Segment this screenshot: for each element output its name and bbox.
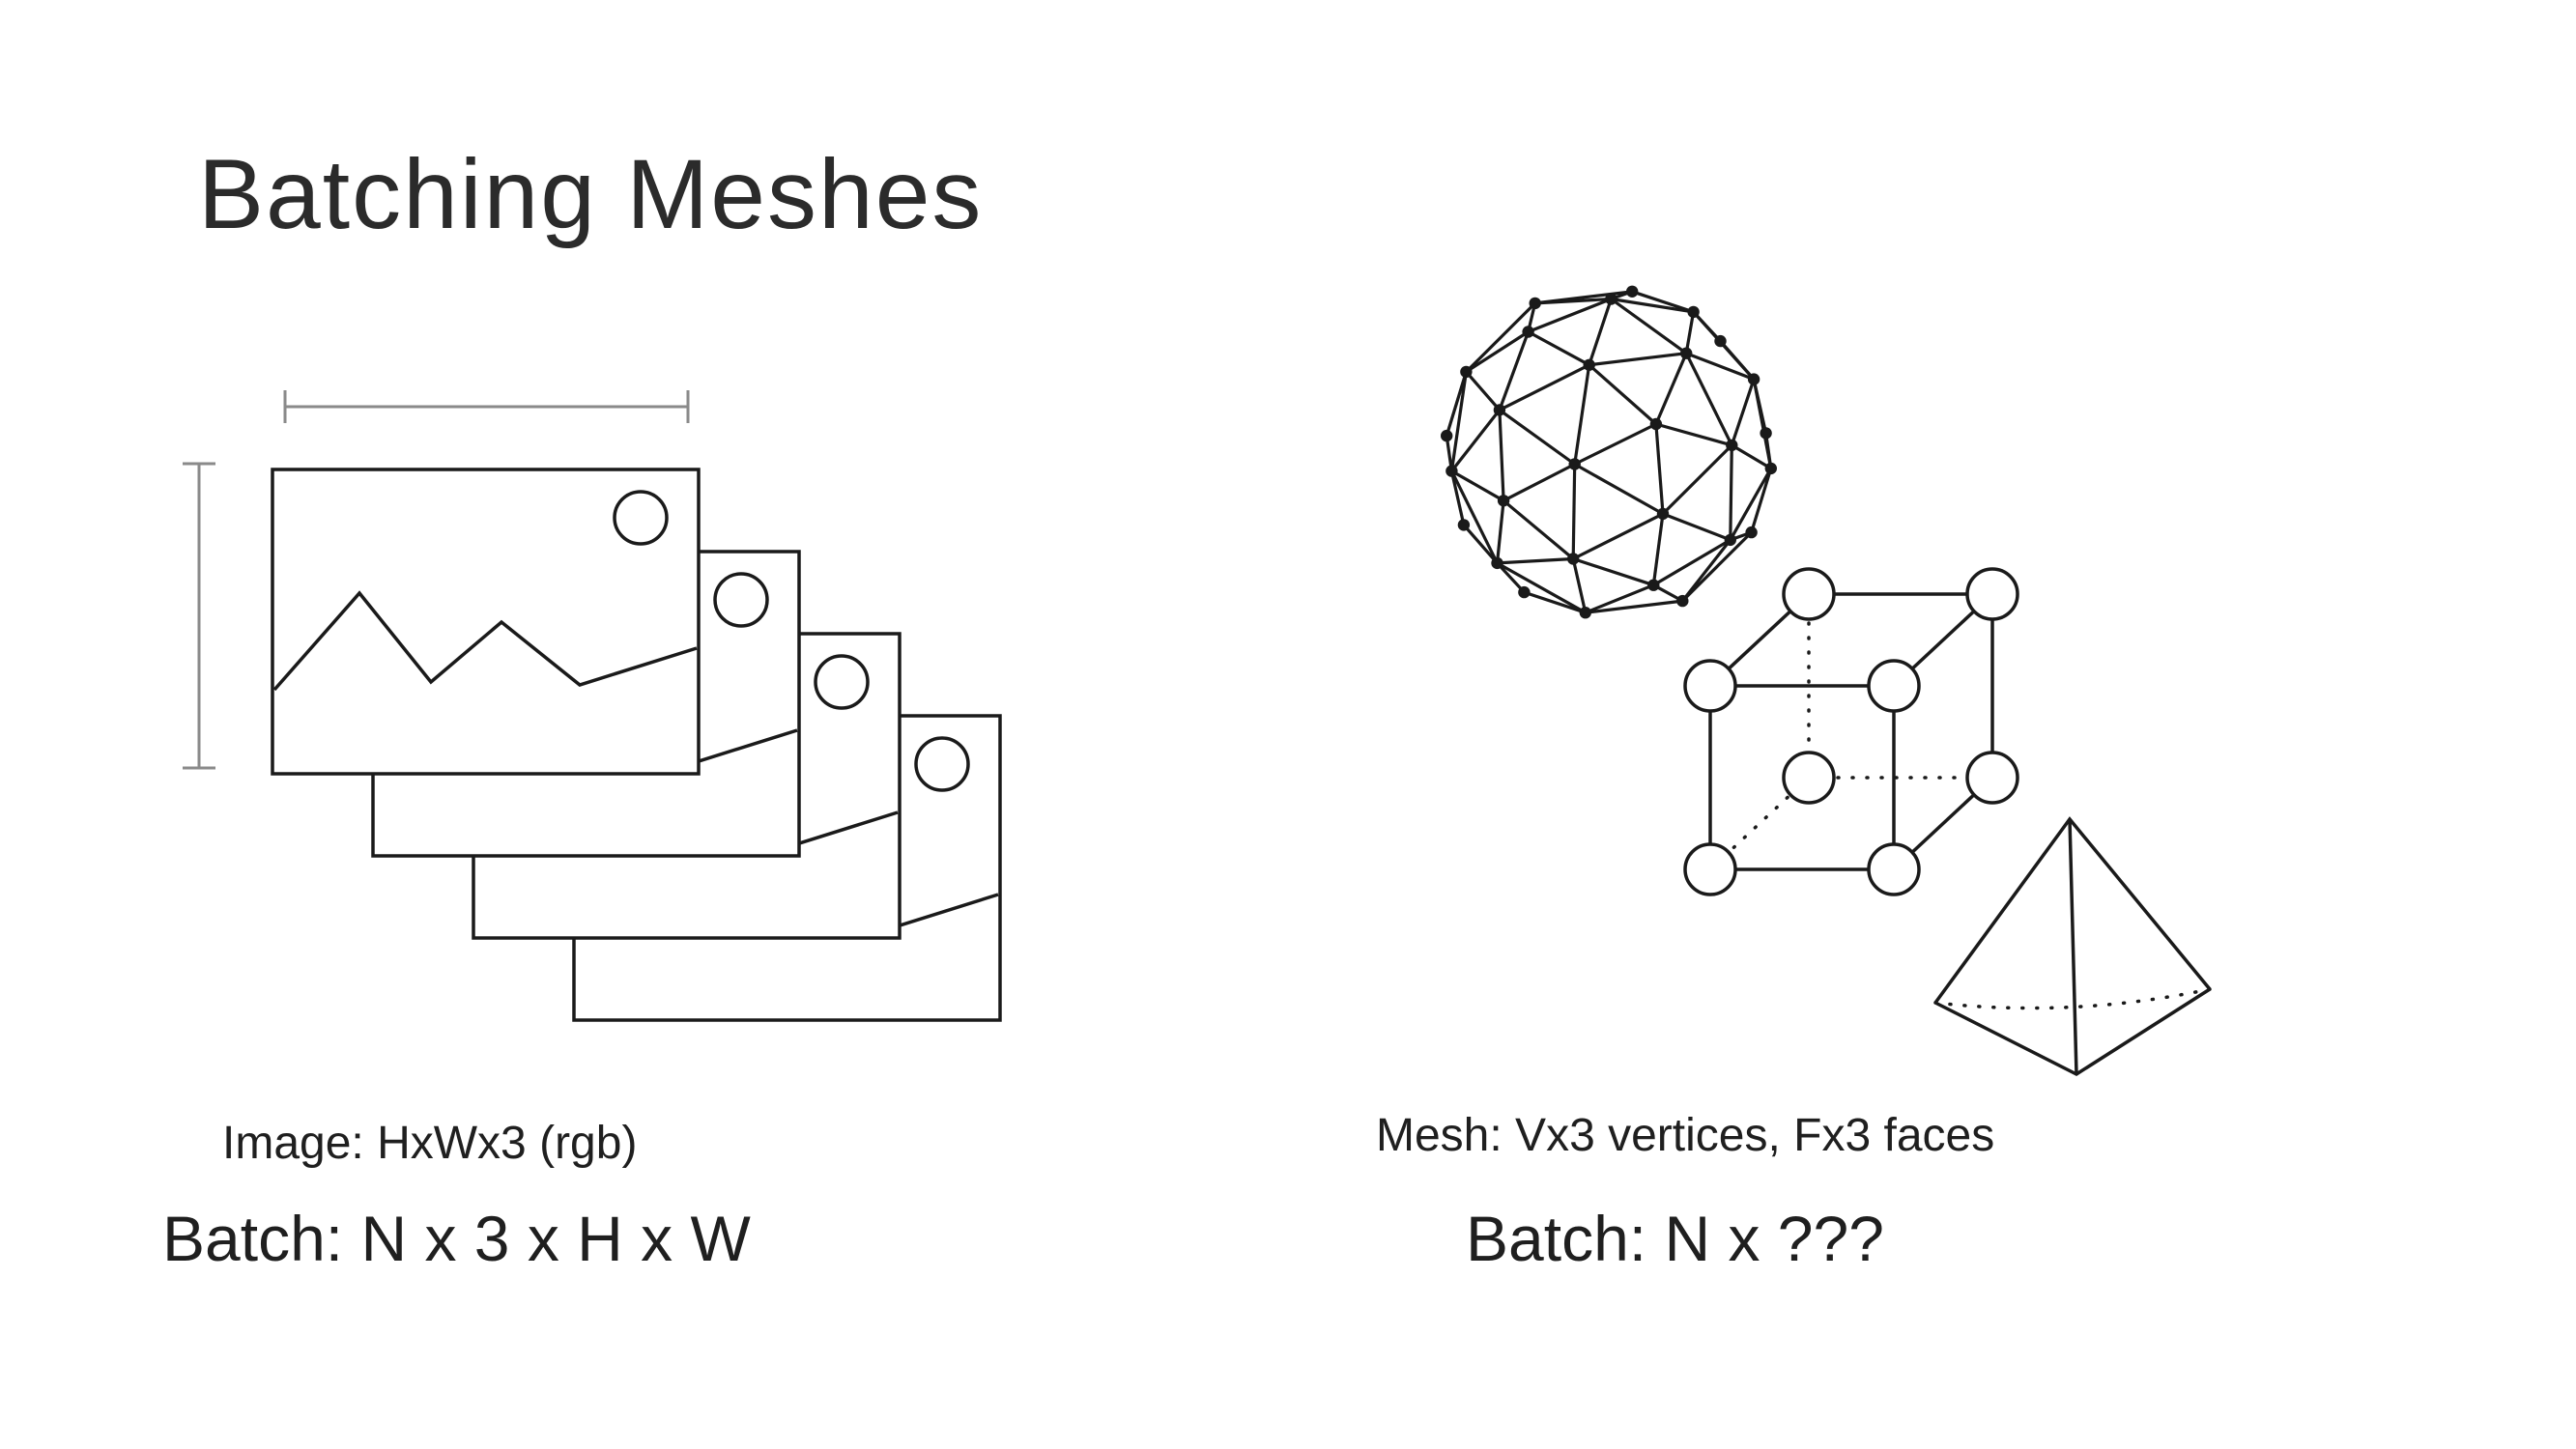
tetrahedron-illustration [1933,816,2212,1077]
width-dimension-line [283,390,690,423]
mesh-shape-caption: Mesh: Vx3 vertices, Fx3 faces [1376,1110,1995,1161]
image-card [271,468,701,776]
image-stack-illustration [271,468,1002,1022]
image-batch-label: Batch: N x 3 x H x W [162,1203,751,1274]
mesh-batch-label: Batch: N x ??? [1466,1203,1884,1274]
height-dimension-line [183,462,215,770]
cube-mesh-illustration [1683,567,2019,896]
icosphere-illustration [1441,285,1778,619]
image-shape-caption: Image: HxWx3 (rgb) [222,1118,638,1169]
slide-title: Batching Meshes [198,139,984,249]
